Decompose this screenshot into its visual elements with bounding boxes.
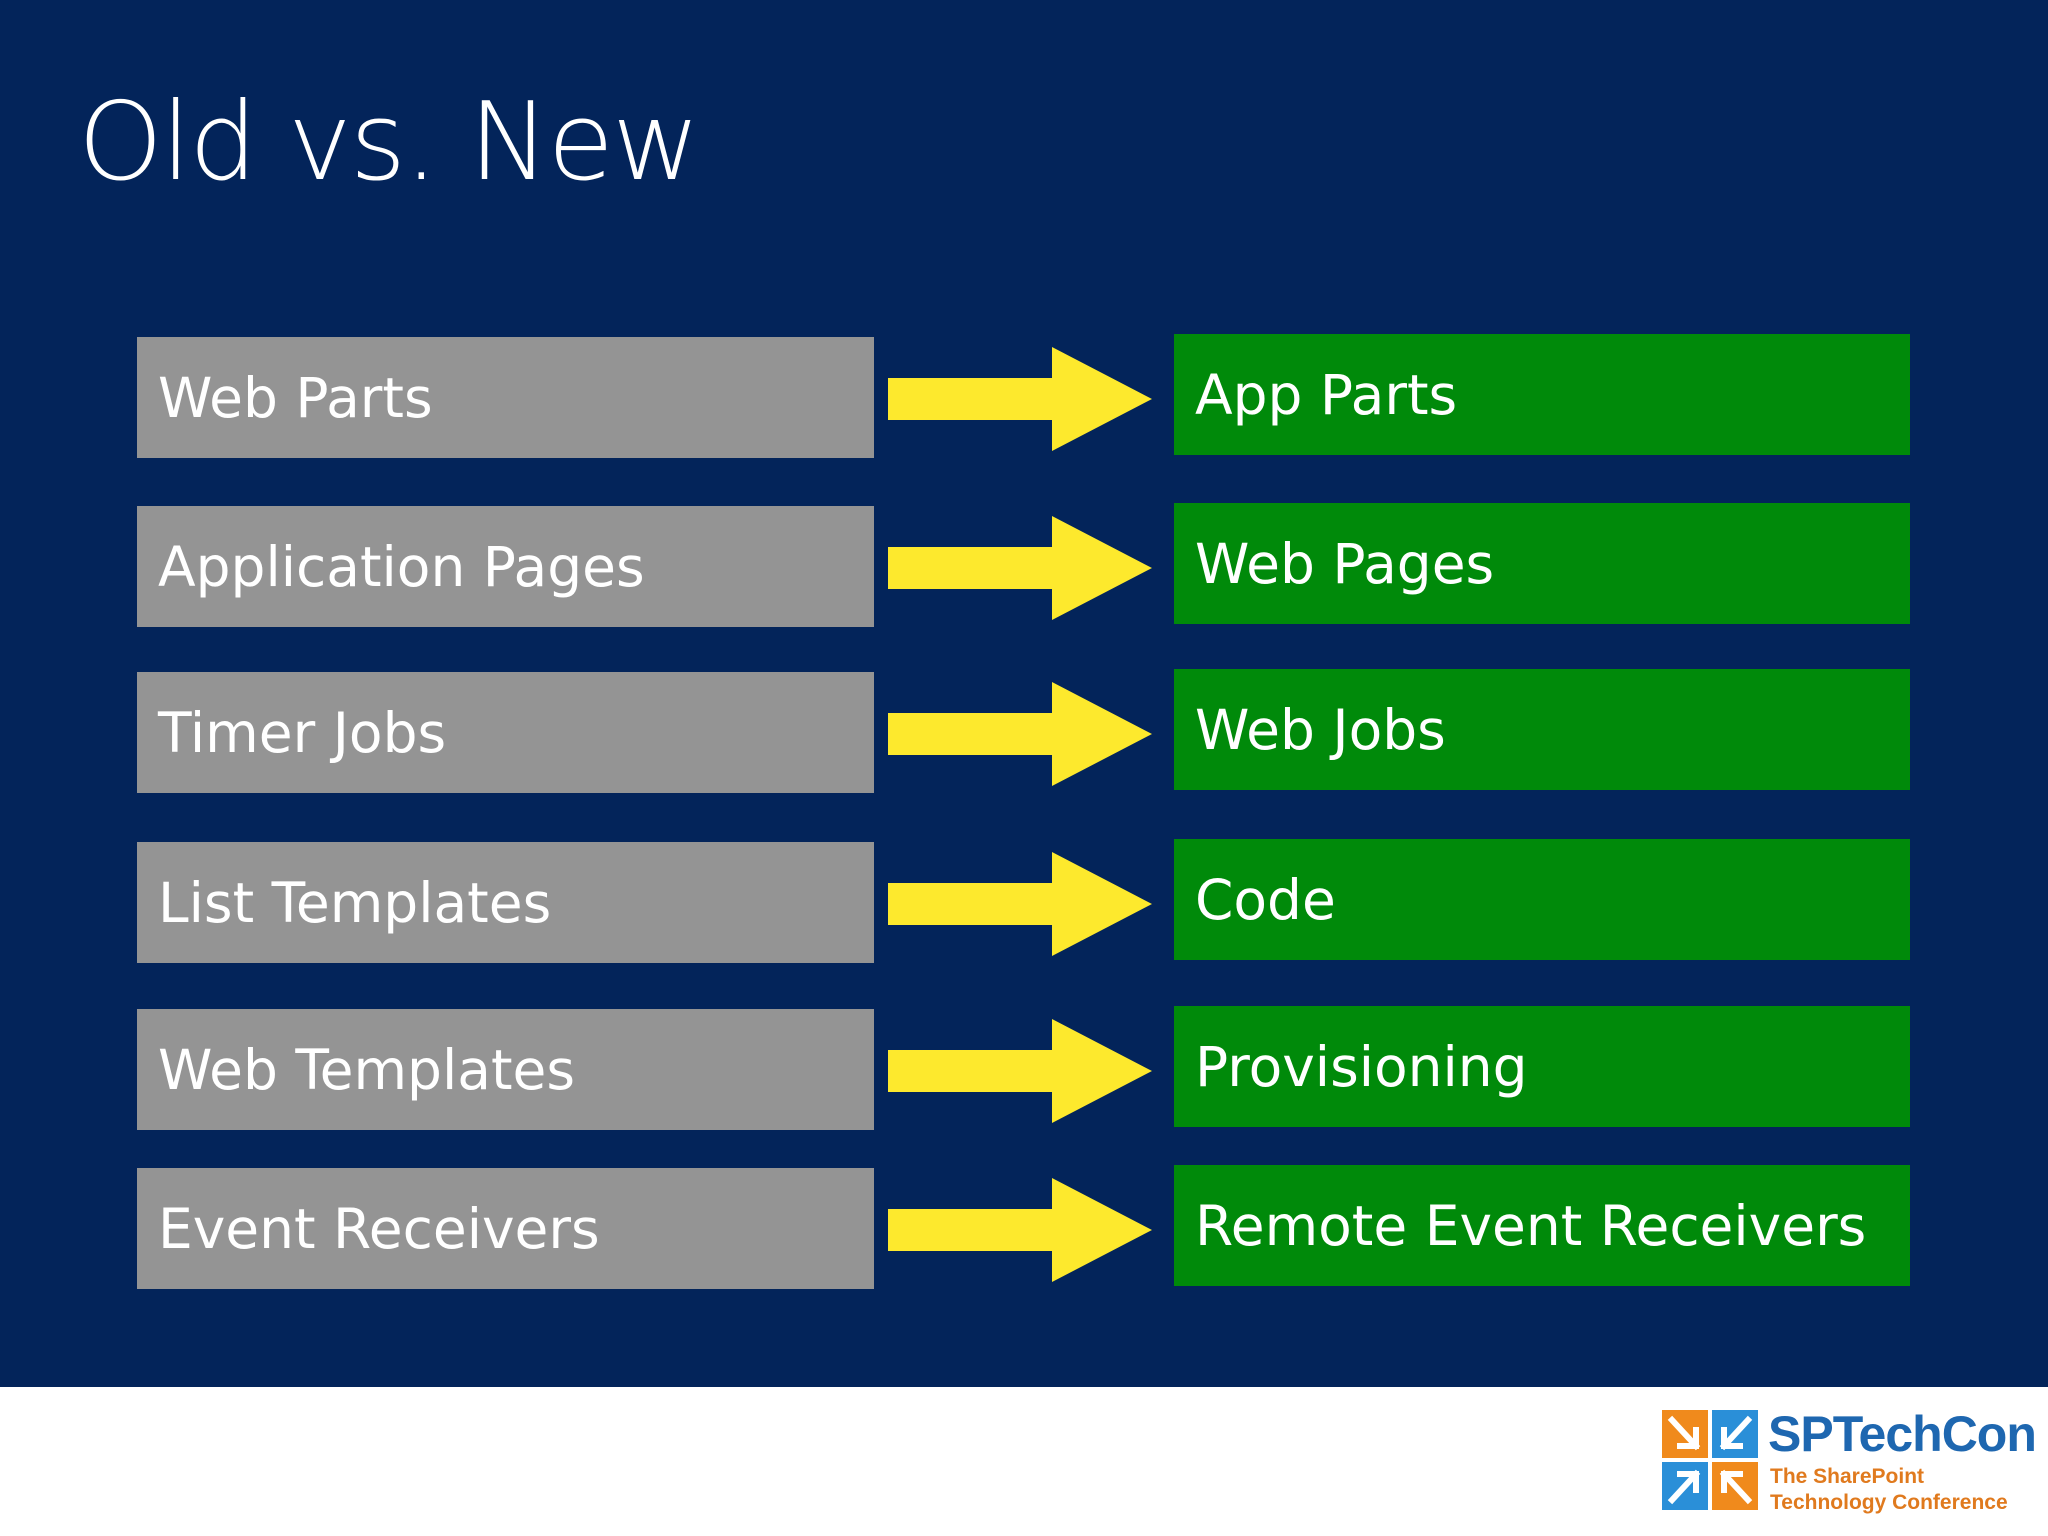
right-arrow-icon bbox=[888, 852, 1152, 956]
new-item-box: Code bbox=[1174, 839, 1910, 960]
four-arrows-logo-icon bbox=[1662, 1410, 1758, 1510]
comparison-row: Application Pages Web Pages bbox=[0, 503, 2048, 632]
comparison-row: Web Templates Provisioning bbox=[0, 1006, 2048, 1135]
right-arrow-icon bbox=[888, 1019, 1152, 1123]
right-arrow-icon bbox=[888, 516, 1152, 620]
comparison-row: Web Parts App Parts bbox=[0, 334, 2048, 463]
new-item-box: Remote Event Receivers bbox=[1174, 1165, 1910, 1286]
comparison-row: List Templates Code bbox=[0, 839, 2048, 968]
old-item-box: List Templates bbox=[137, 842, 874, 963]
old-item-box: Web Templates bbox=[137, 1009, 874, 1130]
old-item-box: Web Parts bbox=[137, 337, 874, 458]
logo-tagline-line2: Technology Conference bbox=[1770, 1491, 2008, 1514]
logo-tagline-line1: The SharePoint bbox=[1770, 1465, 1925, 1488]
right-arrow-icon bbox=[888, 1178, 1152, 1282]
slide-main-area: Old vs. New Web Parts App Parts Applicat… bbox=[0, 0, 2048, 1387]
comparison-row: Event Receivers Remote Event Receivers bbox=[0, 1165, 2048, 1294]
comparison-row: Timer Jobs Web Jobs bbox=[0, 669, 2048, 798]
old-item-box: Application Pages bbox=[137, 506, 874, 627]
new-item-box: App Parts bbox=[1174, 334, 1910, 455]
old-item-box: Event Receivers bbox=[137, 1168, 874, 1289]
new-item-box: Web Jobs bbox=[1174, 669, 1910, 790]
logo-name: SPTechCon bbox=[1768, 1406, 2037, 1462]
right-arrow-icon bbox=[888, 347, 1152, 451]
slide-title: Old vs. New bbox=[78, 80, 700, 205]
new-item-box: Web Pages bbox=[1174, 503, 1910, 624]
new-item-box: Provisioning bbox=[1174, 1006, 1910, 1127]
old-item-box: Timer Jobs bbox=[137, 672, 874, 793]
sptechcon-logo: SPTechCon The SharePoint Technology Conf… bbox=[1662, 1406, 2037, 1514]
right-arrow-icon bbox=[888, 682, 1152, 786]
